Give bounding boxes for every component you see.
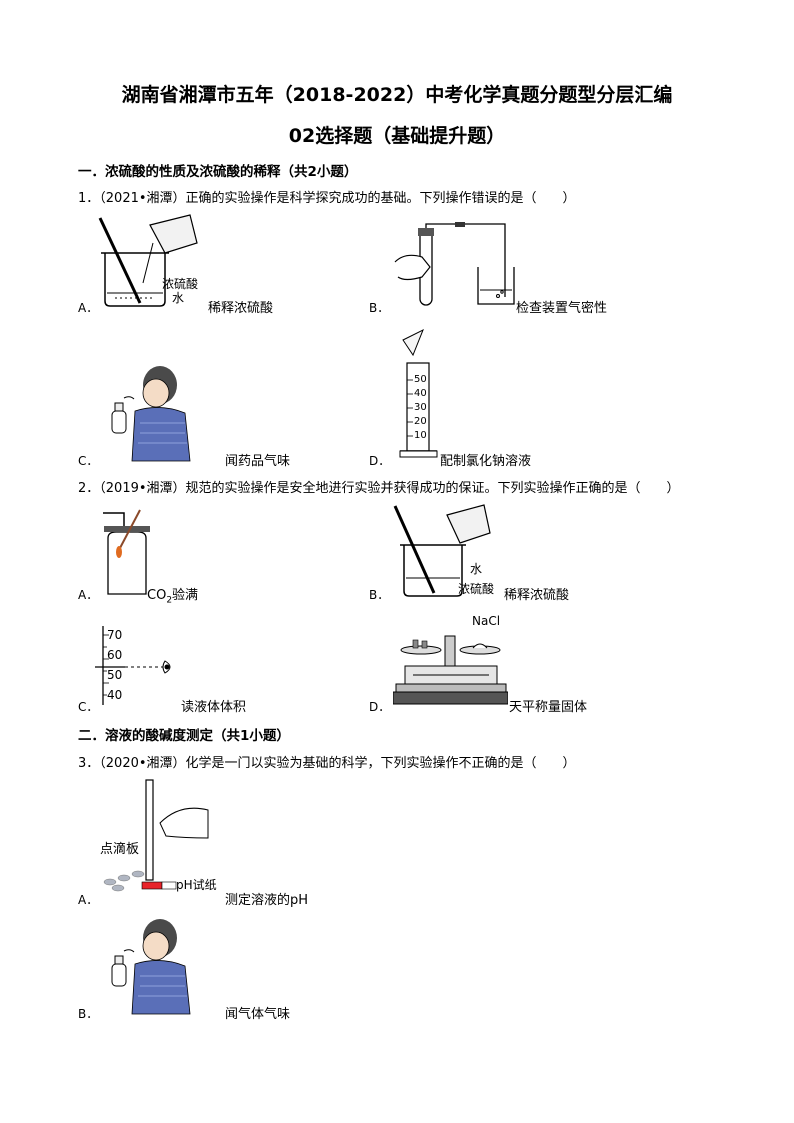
q2-option-a-letter[interactable]: A． (78, 588, 99, 602)
q2-a-caption-main: CO (147, 588, 167, 603)
q2-option-a-figure-co2-check (103, 509, 150, 595)
section-heading-2: 二．溶液的酸碱度测定（共1小题） (78, 728, 290, 744)
q1-option-c-letter[interactable]: C． (78, 454, 99, 468)
q1-option-a-letter[interactable]: A． (78, 301, 99, 315)
q2-option-d-letter[interactable]: D． (369, 700, 391, 714)
q1-option-d-figure-cylinder (399, 328, 438, 458)
q1-option-a-caption: 稀释浓硫酸 (208, 301, 274, 316)
q2-option-d-figure-balance (393, 635, 508, 705)
q2-option-c-caption: 读液体体积 (181, 700, 247, 715)
q1-option-b-letter[interactable]: B． (369, 301, 390, 315)
q2-a-caption-rest: 验满 (172, 588, 199, 603)
document-title-line2: 02选择题（基础提升题） (288, 125, 506, 147)
q1-option-c-figure-smelling (111, 366, 191, 462)
q1-option-b-figure-airtightness (394, 222, 515, 306)
q2-b-label-acid: 浓硫酸 (458, 582, 495, 596)
section-heading-1: 一．浓硫酸的性质及浓硫酸的稀释（共2小题） (78, 164, 358, 180)
q2-option-c-figure-reading (95, 626, 171, 705)
q3-a-label-spot-plate: 点滴板 (100, 842, 140, 857)
q1-d-tick: 20 (414, 416, 427, 427)
q2-c-tick: 70 (107, 628, 123, 642)
q2-b-label-water: 水 (470, 562, 483, 576)
q1-d-tick: 30 (414, 402, 427, 413)
q2-a-caption-sub: 2 (166, 595, 173, 606)
q2-c-tick: 50 (107, 668, 123, 682)
q2-option-d-caption: 天平称量固体 (509, 700, 588, 715)
q1-a-label-water: 水 (172, 291, 185, 305)
q1-d-tick: 40 (414, 388, 427, 399)
q2-c-tick: 40 (107, 688, 123, 702)
q2-c-tick: 60 (107, 648, 123, 662)
q1-option-c-caption: 闻药品气味 (225, 454, 291, 469)
q1-option-b-caption: 检查装置气密性 (516, 301, 608, 316)
q2-option-b-caption: 稀释浓硫酸 (504, 588, 570, 603)
document-title-line1: 湖南省湘潭市五年（2018-2022）中考化学真题分题型分层汇编 (121, 84, 673, 106)
q2-option-c-letter[interactable]: C． (78, 700, 99, 714)
q2-option-b-figure-dilution (393, 504, 491, 597)
q1-d-cylinder-ticks: 50 40 30 20 10 (414, 373, 427, 443)
q3-option-b-letter[interactable]: B． (78, 1007, 99, 1021)
q3-a-label-ph-paper: pH试纸 (176, 878, 217, 892)
question-2-stem: 2．（2019•湘潭）规范的实验操作是安全地进行实验并获得成功的保证。下列实验操… (78, 481, 680, 496)
q1-option-d-letter[interactable]: D． (369, 454, 391, 468)
q3-option-b-figure-smelling (111, 919, 191, 1015)
q1-a-label-acid: 浓硫酸 (162, 277, 199, 291)
q3-option-b-caption: 闻气体气味 (225, 1007, 291, 1022)
question-3-stem: 3．（2020•湘潭）化学是一门以实验为基础的科学，下列实验操作不正确的是（ ） (78, 756, 576, 771)
q3-option-a-caption: 测定溶液的pH (225, 893, 309, 908)
q3-option-a-letter[interactable]: A． (78, 893, 99, 907)
q2-option-b-letter[interactable]: B． (369, 588, 390, 602)
q1-option-a-figure-dilution (98, 214, 198, 307)
q1-option-d-caption: 配制氯化钠溶液 (440, 454, 532, 469)
question-1-stem: 1．（2021•湘潭）正确的实验操作是科学探究成功的基础。下列操作错误的是（ ） (78, 191, 576, 206)
q1-d-tick: 10 (414, 430, 427, 441)
q2-c-ruler-ticks: 70 60 50 40 (107, 625, 122, 705)
q2-option-a-caption: CO2验满 (147, 584, 198, 606)
q2-d-label-nacl: NaCl (472, 614, 501, 628)
q1-d-tick: 50 (414, 374, 427, 385)
q3-option-a-figure-ph-test (103, 779, 209, 892)
